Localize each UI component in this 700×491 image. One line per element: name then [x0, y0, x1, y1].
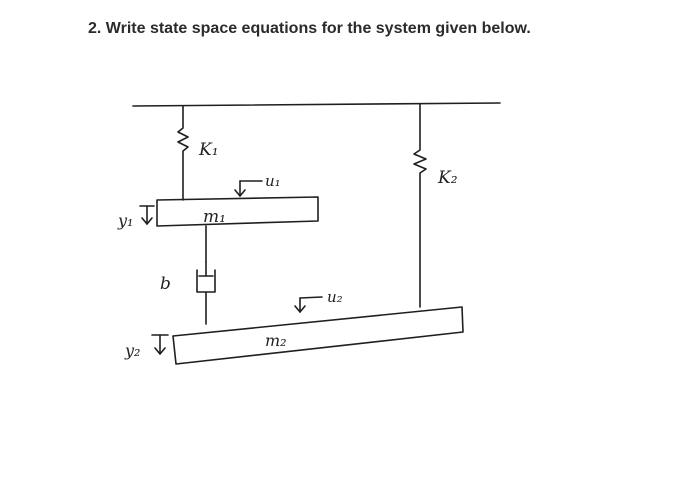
mass-m2-block [172, 306, 464, 365]
force-u1-arrow [234, 180, 263, 197]
label-u1: u₁ [265, 172, 281, 190]
spring-k1 [177, 105, 189, 201]
force-u2-arrow [294, 296, 323, 313]
label-k1: K₁ [198, 140, 219, 160]
label-m1: m₁ [203, 207, 226, 227]
displacement-y1-arrow [139, 205, 155, 225]
mass-m1-block [156, 196, 319, 227]
displacement-y2-arrow [151, 334, 169, 355]
question-text: 2. Write state space equations for the s… [88, 20, 531, 37]
damper-b [196, 261, 216, 325]
label-m2: m₂ [265, 331, 287, 350]
label-y1: y₁ [117, 211, 133, 230]
label-y2: y₂ [124, 341, 140, 360]
label-b: b [160, 274, 171, 294]
ceiling-line [132, 102, 501, 107]
label-k2: K₂ [437, 168, 458, 188]
label-u2: u₂ [327, 288, 343, 306]
spring-k2 [413, 103, 427, 308]
